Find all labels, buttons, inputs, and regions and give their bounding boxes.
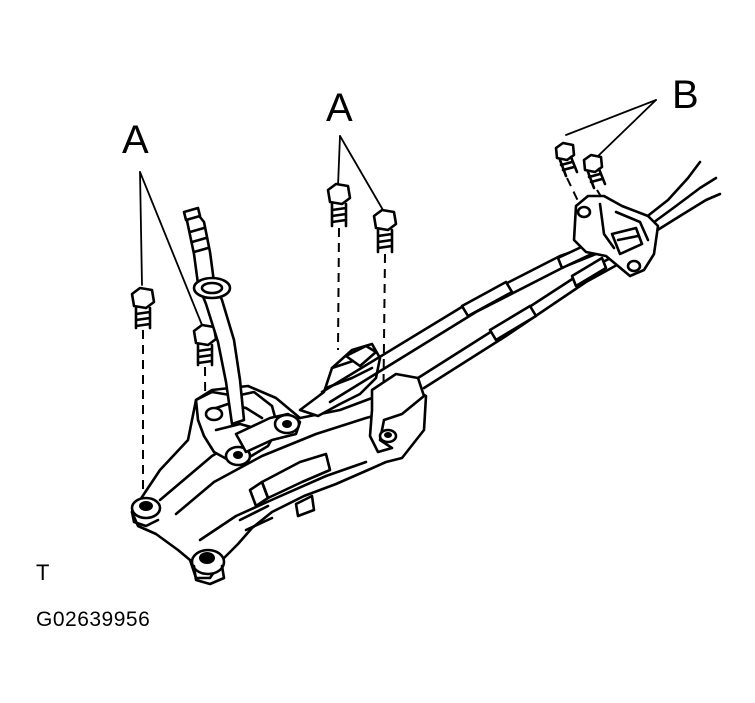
bolt-a-3	[326, 182, 352, 228]
callout-a-center: A	[326, 86, 353, 130]
callout-a-left: A	[122, 118, 149, 162]
callout-b-right: B	[672, 73, 699, 117]
bolt-b-1	[554, 141, 579, 178]
bolt-a-2	[192, 323, 218, 367]
bolt-a-1	[130, 286, 156, 330]
shift-lever	[182, 206, 246, 426]
shift-cables	[320, 160, 722, 404]
bolt-a-4	[372, 208, 398, 254]
figure-id: G02639956	[36, 608, 151, 631]
leader-lines	[139, 99, 657, 326]
cable-mounting-bracket	[572, 194, 660, 278]
bolt-b-2	[582, 153, 607, 190]
corner-mark: T	[36, 560, 50, 585]
shift-link-arm	[234, 412, 302, 454]
